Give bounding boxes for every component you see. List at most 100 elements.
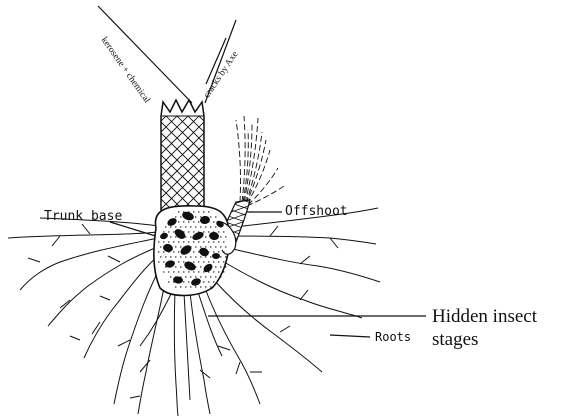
base-stipple-dot	[218, 241, 219, 242]
root-line	[138, 282, 165, 414]
base-stipple-dot	[180, 286, 181, 287]
base-stipple-dot	[205, 236, 206, 237]
base-stipple-dot	[200, 246, 201, 247]
insect-stage-blob	[212, 253, 220, 259]
base-stipple-dot	[178, 251, 179, 252]
root-line	[114, 264, 162, 404]
base-stipple-dot	[178, 221, 179, 222]
base-stipple-dot	[210, 256, 211, 257]
base-stipple-dot	[178, 241, 179, 242]
base-stipple-dot	[163, 241, 164, 242]
base-stipple-dot	[200, 256, 201, 257]
base-stipple-dot	[178, 271, 179, 272]
base-stipple-dot	[200, 286, 201, 287]
hidden-insect-stages-line-2: stages	[432, 330, 537, 349]
rootlet-line	[70, 336, 80, 340]
rootlet-line	[330, 238, 338, 248]
base-stipple-dot	[183, 271, 184, 272]
base-stipple-dot	[225, 256, 226, 257]
base-stipple-dot	[188, 221, 189, 222]
offshoot-label: Offshoot	[285, 205, 348, 218]
base-stipple-dot	[225, 246, 226, 247]
base-stipple-dot	[218, 261, 219, 262]
base-stipple-dot	[208, 211, 209, 212]
base-stipple-dot	[220, 256, 221, 257]
base-stipple-dot	[218, 271, 219, 272]
base-stipple-dot	[180, 266, 181, 267]
base-stipple-dot	[213, 221, 214, 222]
base-stipple-dot	[165, 256, 166, 257]
base-stipple-dot	[195, 276, 196, 277]
base-stipple-dot	[198, 241, 199, 242]
base-stipple-dot	[175, 266, 176, 267]
rootlet-line	[300, 290, 308, 300]
offshoot-frond	[248, 168, 278, 205]
offshoot-frond	[236, 120, 241, 202]
base-stipple-dot	[205, 226, 206, 227]
base-stipple-dot	[198, 221, 199, 222]
base-stipple-dot	[193, 231, 194, 232]
base-stipple-dot	[220, 276, 221, 277]
rootlet-line	[270, 226, 278, 236]
base-stipple-dot	[213, 271, 214, 272]
base-stipple-dot	[163, 271, 164, 272]
roots-label: Roots	[375, 331, 411, 343]
base-stipple-dot	[225, 266, 226, 267]
base-stipple-dot	[208, 241, 209, 242]
base-stipple-dot	[163, 231, 164, 232]
base-stipple-dot	[203, 211, 204, 212]
base-stipple-dot	[203, 281, 204, 282]
base-stipple-dot	[173, 251, 174, 252]
hidden-insect-stages-line-1: Hidden insect	[432, 307, 537, 326]
base-stipple-dot	[210, 246, 211, 247]
base-stipple-dot	[220, 246, 221, 247]
base-stipple-dot	[215, 276, 216, 277]
trunk-base-label: Trunk base	[44, 210, 122, 223]
base-stipple-dot	[180, 226, 181, 227]
root-line	[20, 238, 158, 290]
rootlet-line	[28, 258, 40, 262]
pointer-lines	[98, 6, 426, 337]
base-stipple-dot	[195, 216, 196, 217]
root-line	[229, 236, 376, 244]
base-stipple-dot	[213, 281, 214, 282]
base-stipple-dot	[213, 251, 214, 252]
base-stipple-dot	[185, 286, 186, 287]
base-stipple-dot	[198, 261, 199, 262]
base-stipple-dot	[208, 281, 209, 282]
base-stipple-dot	[173, 241, 174, 242]
base-stipple-dot	[170, 226, 171, 227]
base-stipple-dot	[213, 261, 214, 262]
base-stipple-dot	[195, 256, 196, 257]
base-stipple-dot	[203, 241, 204, 242]
base-stipple-dot	[168, 241, 169, 242]
base-stipple-dot	[203, 231, 204, 232]
base-stipple-dot	[165, 226, 166, 227]
base-stipple-dot	[190, 276, 191, 277]
base-stipple-dot	[175, 286, 176, 287]
base-stipple-dot	[158, 251, 159, 252]
base-stipple-dot	[208, 261, 209, 262]
base-stipple-dot	[210, 276, 211, 277]
base-stipple-dot	[200, 266, 201, 267]
rootlet-line	[130, 396, 140, 398]
rootlet-line	[52, 236, 60, 246]
trunk-hatch-line	[161, 67, 204, 110]
base-stipple-dot	[175, 216, 176, 217]
base-stipple-dot	[175, 246, 176, 247]
base-stipple-dot	[205, 286, 206, 287]
base-stipple-dot	[183, 261, 184, 262]
base-stipple-dot	[178, 261, 179, 262]
rootlet-line	[300, 256, 310, 264]
base-stipple-dot	[188, 281, 189, 282]
base-stipple-dot	[180, 256, 181, 257]
base-stipple-dot	[178, 211, 179, 212]
base-stipple-dot	[168, 231, 169, 232]
base-stipple-dot	[198, 211, 199, 212]
base-stipple-dot	[190, 226, 191, 227]
base-stipple-dot	[198, 271, 199, 272]
base-stipple-dot	[200, 226, 201, 227]
rootlet-line	[92, 322, 100, 334]
base-stipple-dot	[223, 251, 224, 252]
base-stipple-dot	[203, 271, 204, 272]
